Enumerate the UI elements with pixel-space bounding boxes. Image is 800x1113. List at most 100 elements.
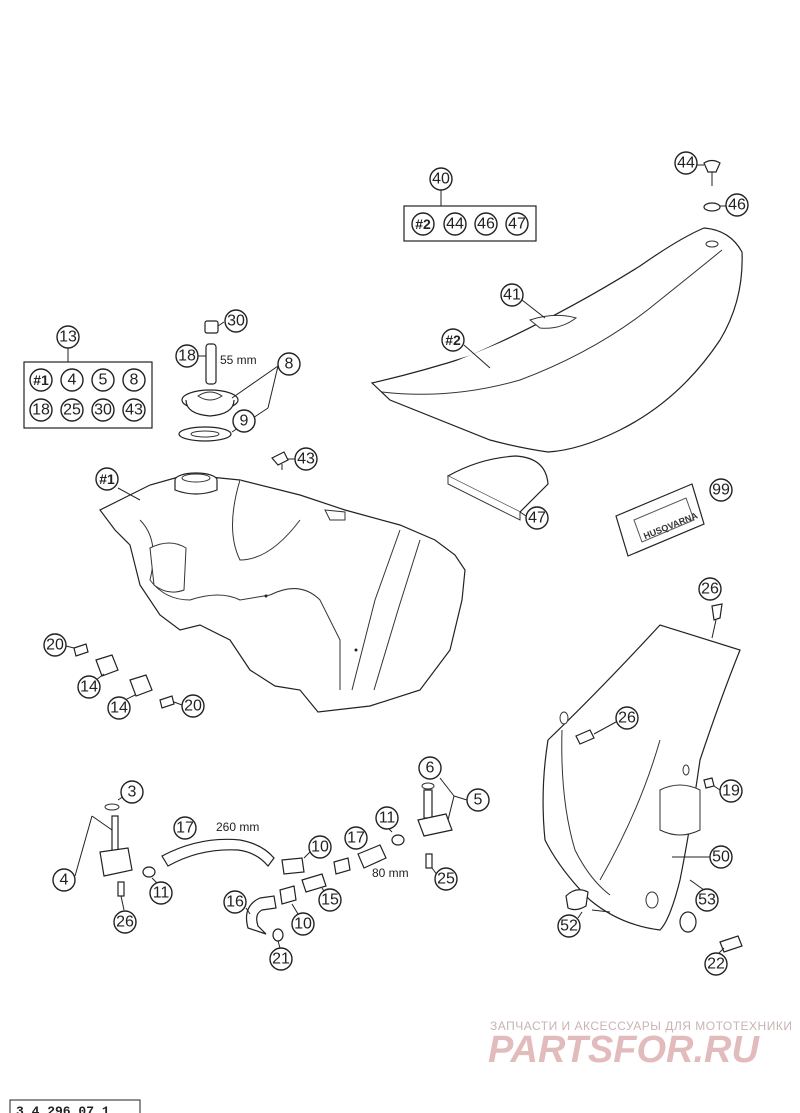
- callout-17-a[interactable]: 17: [173, 816, 197, 840]
- part-43-bolt: [271, 451, 289, 466]
- callout-26-c[interactable]: 26: [113, 910, 137, 934]
- part-20-screw-b: [159, 695, 175, 709]
- svg-text:10: 10: [294, 916, 312, 933]
- kit-13-item-4[interactable]: 4: [60, 368, 84, 392]
- part-44-seat-bolt: [703, 159, 721, 173]
- part-53-rubber: [679, 911, 697, 933]
- callout-19[interactable]: 19: [719, 779, 743, 803]
- svg-text:#1: #1: [99, 471, 115, 487]
- svg-text:11: 11: [153, 885, 170, 902]
- part-14-rubber-a: [95, 654, 119, 677]
- part-10-clamp-b: [279, 885, 297, 905]
- part-11-clip-a: [142, 866, 156, 878]
- callout-13[interactable]: 13: [56, 325, 80, 349]
- svg-text:3: 3: [128, 784, 137, 801]
- kit-40-item-2[interactable]: #2: [411, 212, 435, 236]
- callout-16[interactable]: 16: [223, 890, 247, 914]
- svg-text:26: 26: [701, 581, 719, 598]
- callout-41[interactable]: 41: [500, 283, 524, 307]
- callout-18[interactable]: 18: [175, 344, 199, 368]
- callout-20-b[interactable]: 20: [181, 694, 205, 718]
- svg-text:52: 52: [560, 918, 578, 935]
- callout-43[interactable]: 43: [294, 447, 318, 471]
- kit-13-item-1[interactable]: #1: [29, 368, 53, 392]
- kit-13-item-43[interactable]: 43: [122, 398, 146, 422]
- callout-40[interactable]: 40: [429, 167, 453, 191]
- callout-21[interactable]: 21: [269, 947, 293, 971]
- callout-9[interactable]: 9: [232, 409, 256, 433]
- seat-group: 44 46 41 #2 47: [370, 151, 749, 530]
- kit-13-item-25[interactable]: 25: [60, 398, 84, 422]
- kit-13-item-18[interactable]: 18: [29, 398, 53, 422]
- callout-46[interactable]: 46: [725, 193, 749, 217]
- svg-text:11: 11: [379, 810, 396, 827]
- callout-1-tank[interactable]: #1: [95, 467, 119, 491]
- callout-50[interactable]: 50: [709, 845, 733, 869]
- callout-99[interactable]: 99: [709, 478, 733, 502]
- svg-text:#2: #2: [445, 332, 461, 348]
- callout-14-a[interactable]: 14: [77, 675, 101, 699]
- callout-47[interactable]: 47: [525, 506, 549, 530]
- svg-text:18: 18: [178, 348, 196, 365]
- kit-13-item-8[interactable]: 8: [122, 368, 146, 392]
- svg-text:26: 26: [116, 914, 134, 931]
- callout-44[interactable]: 44: [674, 151, 698, 175]
- callout-6[interactable]: 6: [418, 756, 442, 780]
- fuel-tank-group: #1: [95, 467, 466, 713]
- dim-260mm: 260 mm: [216, 820, 259, 834]
- diagram-code: 3.4.296.07.1: [16, 1104, 110, 1113]
- kit-13-item-5[interactable]: 5: [91, 368, 115, 392]
- svg-text:13: 13: [59, 329, 77, 346]
- part-22-screw: [719, 935, 743, 953]
- svg-text:26: 26: [618, 710, 636, 727]
- callout-25[interactable]: 25: [434, 867, 458, 891]
- part-18-breather-hose: [205, 343, 217, 385]
- part-26-screw-a: [711, 603, 723, 621]
- kit-40-group: 40 #2 44 46 47: [403, 167, 537, 242]
- callout-8[interactable]: 8: [277, 352, 301, 376]
- svg-text:#2: #2: [415, 216, 431, 232]
- svg-text:43: 43: [297, 451, 315, 468]
- callout-4[interactable]: 4: [52, 868, 76, 892]
- callout-26-b[interactable]: 26: [615, 706, 639, 730]
- svg-text:46: 46: [728, 197, 746, 214]
- callout-17-b[interactable]: 17: [344, 826, 368, 850]
- part-17-hose-80: [357, 844, 387, 869]
- svg-text:19: 19: [722, 783, 740, 800]
- callout-5[interactable]: 5: [466, 788, 490, 812]
- svg-text:20: 20: [46, 637, 64, 654]
- part-26-screw-b: [575, 729, 595, 745]
- filler-cap-group: 30 18 55 mm 8 9 43: [175, 309, 318, 471]
- callout-52[interactable]: 52: [557, 914, 581, 938]
- callout-30[interactable]: 30: [224, 309, 248, 333]
- callout-3[interactable]: 3: [120, 780, 144, 804]
- callout-2-seat[interactable]: #2: [441, 328, 465, 352]
- part-6-o-ring: [421, 782, 435, 790]
- callout-14-b[interactable]: 14: [107, 696, 131, 720]
- callout-15[interactable]: 15: [318, 888, 342, 912]
- svg-text:15: 15: [321, 892, 339, 909]
- callout-22[interactable]: 22: [704, 952, 728, 976]
- svg-text:44: 44: [677, 155, 695, 172]
- callout-11-b[interactable]: 11: [375, 806, 399, 830]
- callout-26-a[interactable]: 26: [698, 577, 722, 601]
- callout-53[interactable]: 53: [695, 888, 719, 912]
- callout-20-a[interactable]: 20: [43, 633, 67, 657]
- svg-text:#1: #1: [33, 372, 49, 388]
- svg-text:47: 47: [508, 216, 526, 233]
- diagram-code-group: 3.4.296.07.1: [9, 1099, 141, 1113]
- svg-text:17: 17: [347, 830, 365, 847]
- kit-40-item-44[interactable]: 44: [443, 212, 467, 236]
- kit-40-item-47[interactable]: 47: [505, 212, 529, 236]
- kit-13-item-30[interactable]: 30: [91, 398, 115, 422]
- svg-text:14: 14: [110, 700, 128, 717]
- part-52-bush: [565, 889, 589, 911]
- callout-11-a[interactable]: 11: [149, 881, 173, 905]
- kit-40-item-46[interactable]: 46: [474, 212, 498, 236]
- callout-10-a[interactable]: 10: [308, 835, 332, 859]
- svg-text:10: 10: [311, 839, 329, 856]
- svg-text:4: 4: [68, 372, 77, 389]
- part-5-tap-stem: [423, 789, 433, 819]
- callout-10-b[interactable]: 10: [291, 912, 315, 936]
